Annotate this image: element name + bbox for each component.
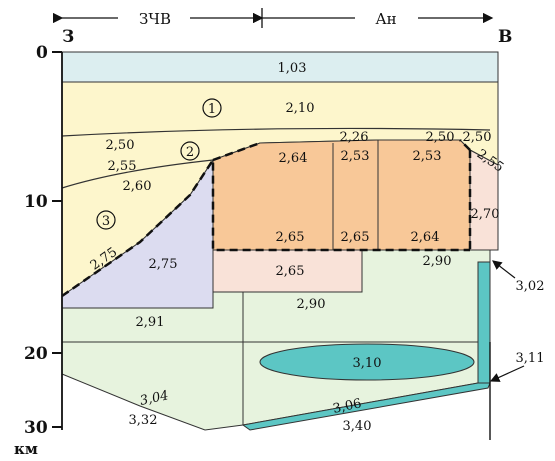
depth-unit: км (14, 440, 38, 458)
east-label: В (498, 27, 512, 47)
teal-strip (477, 261, 491, 384)
depth-tick-0: 0 (36, 43, 48, 63)
density-2-65-c: 2,65 (276, 264, 305, 279)
density-2-60: 2,60 (123, 179, 152, 194)
density-3-32: 3,32 (129, 413, 158, 428)
density-2-90-right: 2,90 (423, 254, 452, 269)
density-3-11: 3,11 (516, 351, 545, 366)
teal-lens (259, 343, 475, 381)
density-2-75: 2,75 (149, 257, 178, 272)
zone-header: ЗЧВ Ан (52, 8, 494, 28)
circle-1: 1 (208, 102, 216, 117)
depth-tick-20: 20 (24, 344, 48, 364)
density-2-50-mid: 2,50 (426, 130, 455, 145)
teal-bottom-band (241, 382, 491, 431)
density-1-03: 1,03 (278, 61, 307, 76)
density-3-04: 3,04 (139, 388, 170, 409)
density-2-50-right: 2,50 (463, 130, 492, 145)
depth-tick-30: 30 (24, 418, 48, 438)
density-2-65-a: 2,65 (276, 230, 305, 245)
density-2-53-a: 2,53 (341, 149, 370, 164)
density-3-40: 3,40 (343, 419, 372, 434)
density-3-06: 3,06 (332, 396, 363, 417)
depth-tick-10: 10 (24, 192, 48, 212)
density-2-10: 2,10 (286, 101, 315, 116)
section-layers (61, 51, 499, 440)
density-2-65-b: 2,65 (341, 230, 370, 245)
density-2-64-bottom: 2,64 (411, 230, 440, 245)
density-2-70: 2,70 (471, 207, 500, 222)
density-3-02: 3,02 (516, 279, 545, 294)
density-2-90-mid: 2,90 (297, 297, 326, 312)
zone-label-right: Ан (375, 10, 396, 28)
density-2-53-b: 2,53 (413, 149, 442, 164)
density-2-91: 2,91 (136, 315, 165, 330)
density-2-26: 2,26 (340, 130, 369, 145)
density-2-50-left: 2,50 (106, 138, 135, 153)
pointer-3-02 (492, 260, 516, 279)
pointer-3-11 (489, 365, 525, 382)
circled-markers: 1 2 3 (96, 98, 222, 230)
density-labels: 1,03 2,10 2,50 2,55 2,60 2,26 2,50 2,50 … (88, 61, 545, 434)
circle-2: 2 (186, 145, 194, 160)
density-3-10: 3,10 (353, 356, 382, 371)
depth-axis: 0 10 20 30 км (14, 43, 62, 458)
density-2-55-left: 2,55 (108, 159, 137, 174)
circle-3: 3 (102, 214, 110, 229)
zone-label-left: ЗЧВ (139, 10, 171, 28)
density-2-64-top: 2,64 (279, 151, 308, 166)
west-label: З (62, 27, 74, 47)
